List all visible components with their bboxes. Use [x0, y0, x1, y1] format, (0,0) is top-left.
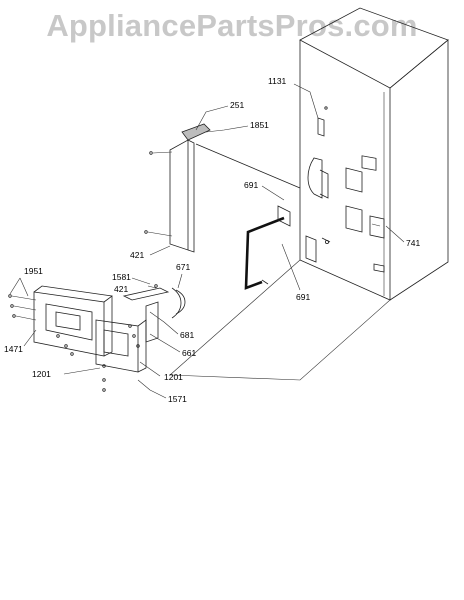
callout-1201-right: 1201	[164, 372, 183, 382]
callout-labels: 1131 251 1851 691 691 741 421 1581 421 6…	[4, 76, 420, 404]
callout-691-lower: 691	[296, 292, 310, 302]
callout-671: 671	[176, 262, 190, 272]
callout-421-upper: 421	[130, 250, 144, 260]
callout-1851: 1851	[250, 120, 269, 130]
callout-691-upper: 691	[244, 180, 258, 190]
screws	[8, 284, 158, 392]
front-cover-assembly	[33, 285, 186, 373]
callout-1581: 1581	[112, 272, 131, 282]
heater-cable	[244, 205, 291, 290]
callout-1951: 1951	[24, 266, 43, 276]
cabinet	[169, 7, 449, 381]
callout-251: 251	[230, 100, 244, 110]
callout-421-lower: 421	[114, 284, 128, 294]
duct-panel	[144, 123, 301, 253]
callout-1201-left: 1201	[32, 369, 51, 379]
callout-661: 661	[182, 348, 196, 358]
watermark-text: AppliancePartsPros.com	[46, 8, 418, 43]
leader-lines	[9, 83, 405, 399]
callout-681: 681	[180, 330, 194, 340]
callout-1471: 1471	[4, 344, 23, 354]
callout-1131: 1131	[268, 76, 287, 86]
callout-1571: 1571	[168, 394, 187, 404]
callout-741: 741	[406, 238, 420, 248]
